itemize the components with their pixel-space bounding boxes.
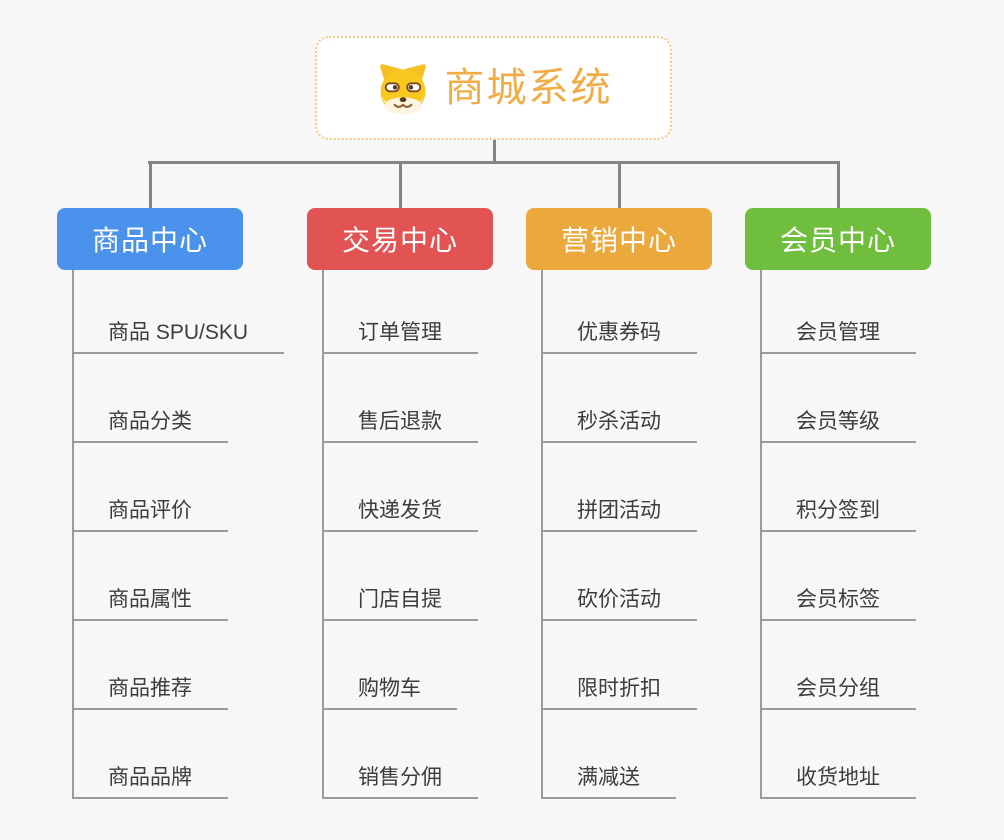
item-label: 满减送 (543, 761, 676, 799)
list-item[interactable]: 商品属性 (74, 532, 304, 621)
list-item[interactable]: 商品分类 (74, 354, 304, 443)
list-item[interactable]: 购物车 (324, 621, 534, 710)
branch-header-1[interactable]: 交易中心 (307, 208, 493, 270)
branch-list: 订单管理 售后退款 快递发货 门店自提 购物车 销售分佣 (322, 270, 534, 799)
branch-label: 交易中心 (341, 225, 458, 256)
list-item[interactable]: 砍价活动 (543, 532, 753, 621)
item-label: 商品推荐 (74, 672, 228, 710)
item-label: 商品评价 (74, 494, 228, 532)
list-item[interactable]: 秒杀活动 (543, 354, 753, 443)
list-item[interactable]: 限时折扣 (543, 621, 753, 710)
connector-drop (837, 161, 840, 208)
item-label: 限时折扣 (543, 672, 697, 710)
list-item[interactable]: 满减送 (543, 710, 753, 799)
item-label: 拼团活动 (543, 494, 697, 532)
branch-header-2[interactable]: 营销中心 (526, 208, 712, 270)
item-label: 收货地址 (762, 761, 916, 799)
list-item[interactable]: 商品评价 (74, 443, 304, 532)
connector-drop (149, 161, 152, 208)
item-label: 售后退款 (324, 405, 478, 443)
branch-label: 会员中心 (779, 225, 896, 256)
list-item[interactable]: 会员管理 (762, 270, 972, 354)
item-label: 快递发货 (324, 494, 478, 532)
item-label: 会员等级 (762, 405, 916, 443)
connector-drop (399, 161, 402, 208)
item-label: 商品分类 (74, 405, 228, 443)
list-item[interactable]: 积分签到 (762, 443, 972, 532)
connector-root-stem (493, 140, 496, 162)
item-label: 会员管理 (762, 316, 916, 354)
connector-drop (618, 161, 621, 208)
item-label: 购物车 (324, 672, 457, 710)
branch-list: 商品 SPU/SKU 商品分类 商品评价 商品属性 商品推荐 商品品牌 (72, 270, 304, 799)
root-title: 商城系统 (444, 66, 613, 110)
branch-label: 营销中心 (560, 225, 677, 256)
list-item[interactable]: 拼团活动 (543, 443, 753, 532)
list-item[interactable]: 优惠券码 (543, 270, 753, 354)
item-label: 商品 SPU/SKU (74, 316, 285, 354)
list-item[interactable]: 门店自提 (324, 532, 534, 621)
item-label: 商品属性 (74, 583, 228, 621)
item-label: 门店自提 (324, 583, 478, 621)
item-label: 砍价活动 (543, 583, 697, 621)
list-item[interactable]: 售后退款 (324, 354, 534, 443)
connector-bus (148, 161, 839, 164)
item-label: 优惠券码 (543, 316, 697, 354)
item-label: 销售分佣 (324, 761, 478, 799)
list-item[interactable]: 商品品牌 (74, 710, 304, 799)
branch-label: 商品中心 (91, 225, 208, 256)
branch-list: 优惠券码 秒杀活动 拼团活动 砍价活动 限时折扣 满减送 (541, 270, 753, 799)
list-item[interactable]: 会员等级 (762, 354, 972, 443)
list-item[interactable]: 商品推荐 (74, 621, 304, 710)
item-label: 会员标签 (762, 583, 916, 621)
item-label: 会员分组 (762, 672, 916, 710)
item-label: 商品品牌 (74, 761, 228, 799)
list-item[interactable]: 订单管理 (324, 270, 534, 354)
item-label: 秒杀活动 (543, 405, 697, 443)
item-label: 订单管理 (324, 316, 478, 354)
list-item[interactable]: 收货地址 (762, 710, 972, 799)
list-item[interactable]: 商品 SPU/SKU (74, 270, 304, 354)
shiba-dog-icon (379, 64, 426, 115)
branch-header-0[interactable]: 商品中心 (57, 208, 243, 270)
item-label: 积分签到 (762, 494, 916, 532)
list-item[interactable]: 会员标签 (762, 532, 972, 621)
root-node-mall-system[interactable]: 商城系统 (315, 36, 672, 140)
branch-header-3[interactable]: 会员中心 (745, 208, 931, 270)
branch-list: 会员管理 会员等级 积分签到 会员标签 会员分组 收货地址 (760, 270, 972, 799)
list-item[interactable]: 销售分佣 (324, 710, 534, 799)
list-item[interactable]: 会员分组 (762, 621, 972, 710)
list-item[interactable]: 快递发货 (324, 443, 534, 532)
